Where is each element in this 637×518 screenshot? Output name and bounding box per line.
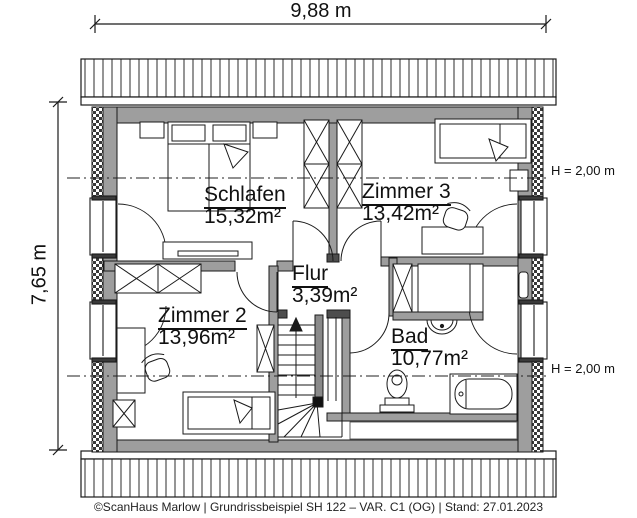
room-label-zimmer2: Zimmer 2 13,96m² [158, 304, 247, 350]
wardrobe-zimmer2 [114, 263, 202, 294]
room-label-bad: Bad 10,77m² [391, 325, 469, 371]
roof-strip-top [80, 58, 557, 106]
height-dimension-label: 7,65 m [28, 243, 51, 306]
nightstand-left-schlafen [139, 121, 165, 139]
window-bad [468, 299, 548, 363]
wardrobe-schlafen [303, 119, 330, 209]
room-name-zimmer2: Zimmer 2 [158, 304, 247, 330]
window-schlafen [89, 195, 167, 259]
height-line-upper-label: H = 2,00 m [551, 163, 615, 178]
toilet-icon [379, 369, 415, 413]
door-zimmer3 [340, 220, 382, 262]
bed-schlafen [167, 121, 251, 212]
mirror-cabinet-icon [518, 271, 529, 299]
wardrobe-zimmer3 [336, 119, 363, 209]
door-bad [349, 312, 390, 354]
chair-zimmer3 [442, 202, 471, 231]
room-label-schlafen: Schlafen 15,32m² [204, 183, 286, 229]
door-schlafen [292, 220, 334, 262]
desk-zimmer2 [116, 327, 146, 394]
copyright-footer: ©ScanHaus Marlow | Grundrissbeispiel SH … [93, 500, 544, 514]
height-line-lower-label: H = 2,00 m [551, 361, 615, 376]
room-label-zimmer3: Zimmer 3 13,42m² [362, 180, 451, 226]
dresser-schlafen [162, 241, 253, 260]
window-zimmer2 [89, 299, 167, 363]
room-label-flur: Flur 3,39m² [292, 262, 358, 308]
room-name-flur: Flur [292, 262, 329, 288]
desk-zimmer3 [421, 226, 484, 255]
side-unit-zimmer2 [256, 324, 275, 373]
bed-zimmer3 [434, 118, 532, 164]
door-zimmer2 [236, 271, 278, 313]
room-area-bad: 10,77m² [391, 347, 469, 371]
nightstand-zimmer3 [509, 169, 529, 192]
width-dimension-label: 9,88 m [290, 0, 352, 22]
room-name-zimmer3: Zimmer 3 [362, 180, 451, 206]
room-area-zimmer3: 13,42m² [362, 202, 440, 226]
room-area-zimmer2: 13,96m² [158, 326, 236, 350]
knee-storage [349, 421, 518, 440]
shaft-bad [392, 263, 413, 313]
room-area-flur: 3,39m² [292, 284, 358, 308]
shelf-zimmer2 [112, 399, 136, 428]
room-name-bad: Bad [391, 325, 429, 351]
nightstand-right-schlafen [252, 121, 278, 139]
washbasin-icon [426, 319, 458, 335]
window-zimmer3 [468, 195, 548, 259]
roof-strip-bottom [80, 450, 557, 498]
staircase [277, 314, 343, 438]
dimension-height-line [49, 96, 67, 456]
room-name-schlafen: Schlafen [204, 183, 286, 209]
dimension-width-line [89, 15, 552, 33]
room-area-schlafen: 15,32m² [204, 205, 282, 229]
bathtub-icon [449, 373, 518, 415]
shower-bad [417, 263, 484, 313]
bed-zimmer2 [182, 391, 276, 435]
